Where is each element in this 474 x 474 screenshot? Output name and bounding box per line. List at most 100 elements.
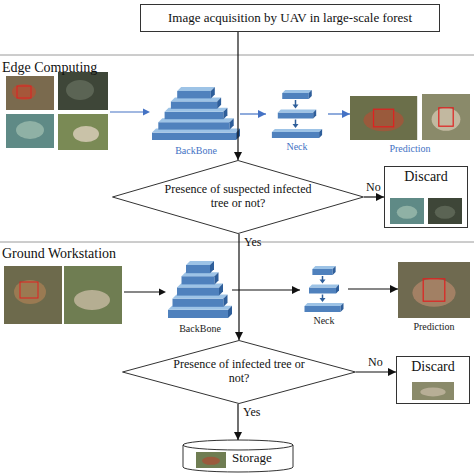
node-label: Image acquisition by UAV in large-scale …: [140, 11, 440, 26]
layer-side: [313, 110, 316, 119]
node-label: BackBone: [179, 323, 221, 335]
edge-label: No: [366, 180, 381, 195]
flow-arrow: [348, 288, 398, 289]
layer-front: [305, 306, 341, 312]
backbone-block: BackBone: [152, 86, 240, 142]
photo-patch: [16, 121, 44, 139]
photo-patch: [66, 80, 94, 100]
layer-side: [217, 97, 221, 108]
layer-front: [177, 91, 211, 98]
layer-side: [230, 118, 234, 129]
aerial-photo: [412, 382, 454, 400]
layer-top: [305, 303, 344, 306]
layer-top: [177, 87, 215, 91]
photo-patch: [73, 126, 99, 142]
layer-side: [219, 283, 223, 295]
neck-arrow-head: [320, 298, 326, 302]
layer-front: [312, 269, 332, 275]
arrow-head: [159, 289, 166, 296]
aerial-photo: [58, 114, 108, 150]
aerial-photo: [64, 266, 122, 324]
neck-block: Neck: [300, 266, 348, 312]
photo-patch: [14, 280, 46, 304]
node-label: Discard: [396, 359, 470, 375]
photo-patch: [363, 109, 403, 131]
flow-arrow: [328, 113, 350, 114]
layer-front: [282, 93, 309, 99]
layer-front: [186, 265, 210, 273]
node-label: Neck: [286, 141, 307, 153]
detection-box: [439, 108, 453, 126]
photo-patch: [12, 84, 36, 100]
flow-arrow: [238, 234, 239, 340]
box-border: [141, 5, 440, 32]
box-border: [385, 167, 468, 228]
discard-box: Discard: [384, 166, 468, 228]
aerial-photo: [422, 94, 470, 140]
layer-side: [215, 272, 219, 284]
prediction-block: Prediction: [350, 94, 470, 140]
flow-arrow: [110, 111, 146, 112]
edge-label: No: [368, 355, 383, 370]
layer-front: [272, 132, 319, 138]
layer-side: [224, 295, 228, 307]
layer-front: [171, 101, 217, 108]
node-label: Storage: [232, 451, 272, 466]
layer-side: [223, 108, 227, 119]
flow-arrow: [240, 113, 266, 114]
backbone-block: BackBone: [168, 260, 232, 320]
neck-arrow-head: [293, 105, 299, 109]
layer-front: [177, 287, 219, 295]
arrow-head: [143, 109, 150, 116]
aerial-photo: [4, 266, 62, 324]
prediction-block: Prediction: [398, 262, 470, 318]
layer-top: [282, 90, 312, 93]
aerial-photo: [350, 96, 417, 140]
layer-side: [336, 285, 339, 294]
layer-front: [152, 133, 236, 140]
section-title: Edge Computing: [2, 60, 97, 76]
process-box: Image acquisition by UAV in large-scale …: [140, 4, 440, 32]
photo-patch: [74, 290, 110, 310]
decision-diamond: Presence of suspected infected tree or n…: [112, 160, 364, 234]
layer-side: [211, 87, 215, 98]
discard-box: Discard: [396, 356, 470, 404]
cylinder-top: [183, 440, 293, 450]
layer-top: [312, 266, 335, 269]
node-label: Neck: [313, 315, 334, 327]
layer-side: [228, 306, 232, 318]
neck-block: Neck: [266, 90, 328, 138]
photo-patch: [412, 279, 455, 307]
node-label: BackBone: [175, 145, 217, 157]
input-images: [6, 72, 108, 150]
detection-box: [374, 109, 394, 127]
layer-side: [341, 303, 344, 312]
photo-patch: [202, 457, 220, 465]
section-divider: [0, 55, 474, 56]
layer-top: [272, 129, 322, 132]
layer-top: [278, 110, 316, 113]
edge-label: Yes: [244, 235, 261, 250]
layer-side: [309, 90, 312, 99]
layer-side: [319, 129, 322, 138]
layer-front: [173, 299, 224, 307]
detection-box: [17, 86, 31, 98]
flow-arrow: [237, 32, 238, 160]
aerial-photo: [58, 72, 108, 110]
section-divider: [0, 242, 474, 243]
flow-arrow: [364, 196, 384, 197]
layer-top: [186, 261, 214, 265]
decision-text: Presence of suspected infected tree or n…: [162, 183, 313, 211]
flow-arrow: [356, 371, 396, 372]
photo-patch: [420, 387, 445, 396]
shape-outline: [168, 260, 232, 320]
decision-diamond: Presence of infected tree or not?: [122, 340, 356, 404]
box-border: [397, 357, 470, 404]
node-label: Discard: [384, 169, 468, 185]
layer-front: [158, 122, 229, 129]
layer-front: [309, 288, 336, 294]
shape-outline: [350, 94, 470, 140]
photo-patch: [432, 108, 461, 131]
aerial-photo: [196, 452, 226, 468]
